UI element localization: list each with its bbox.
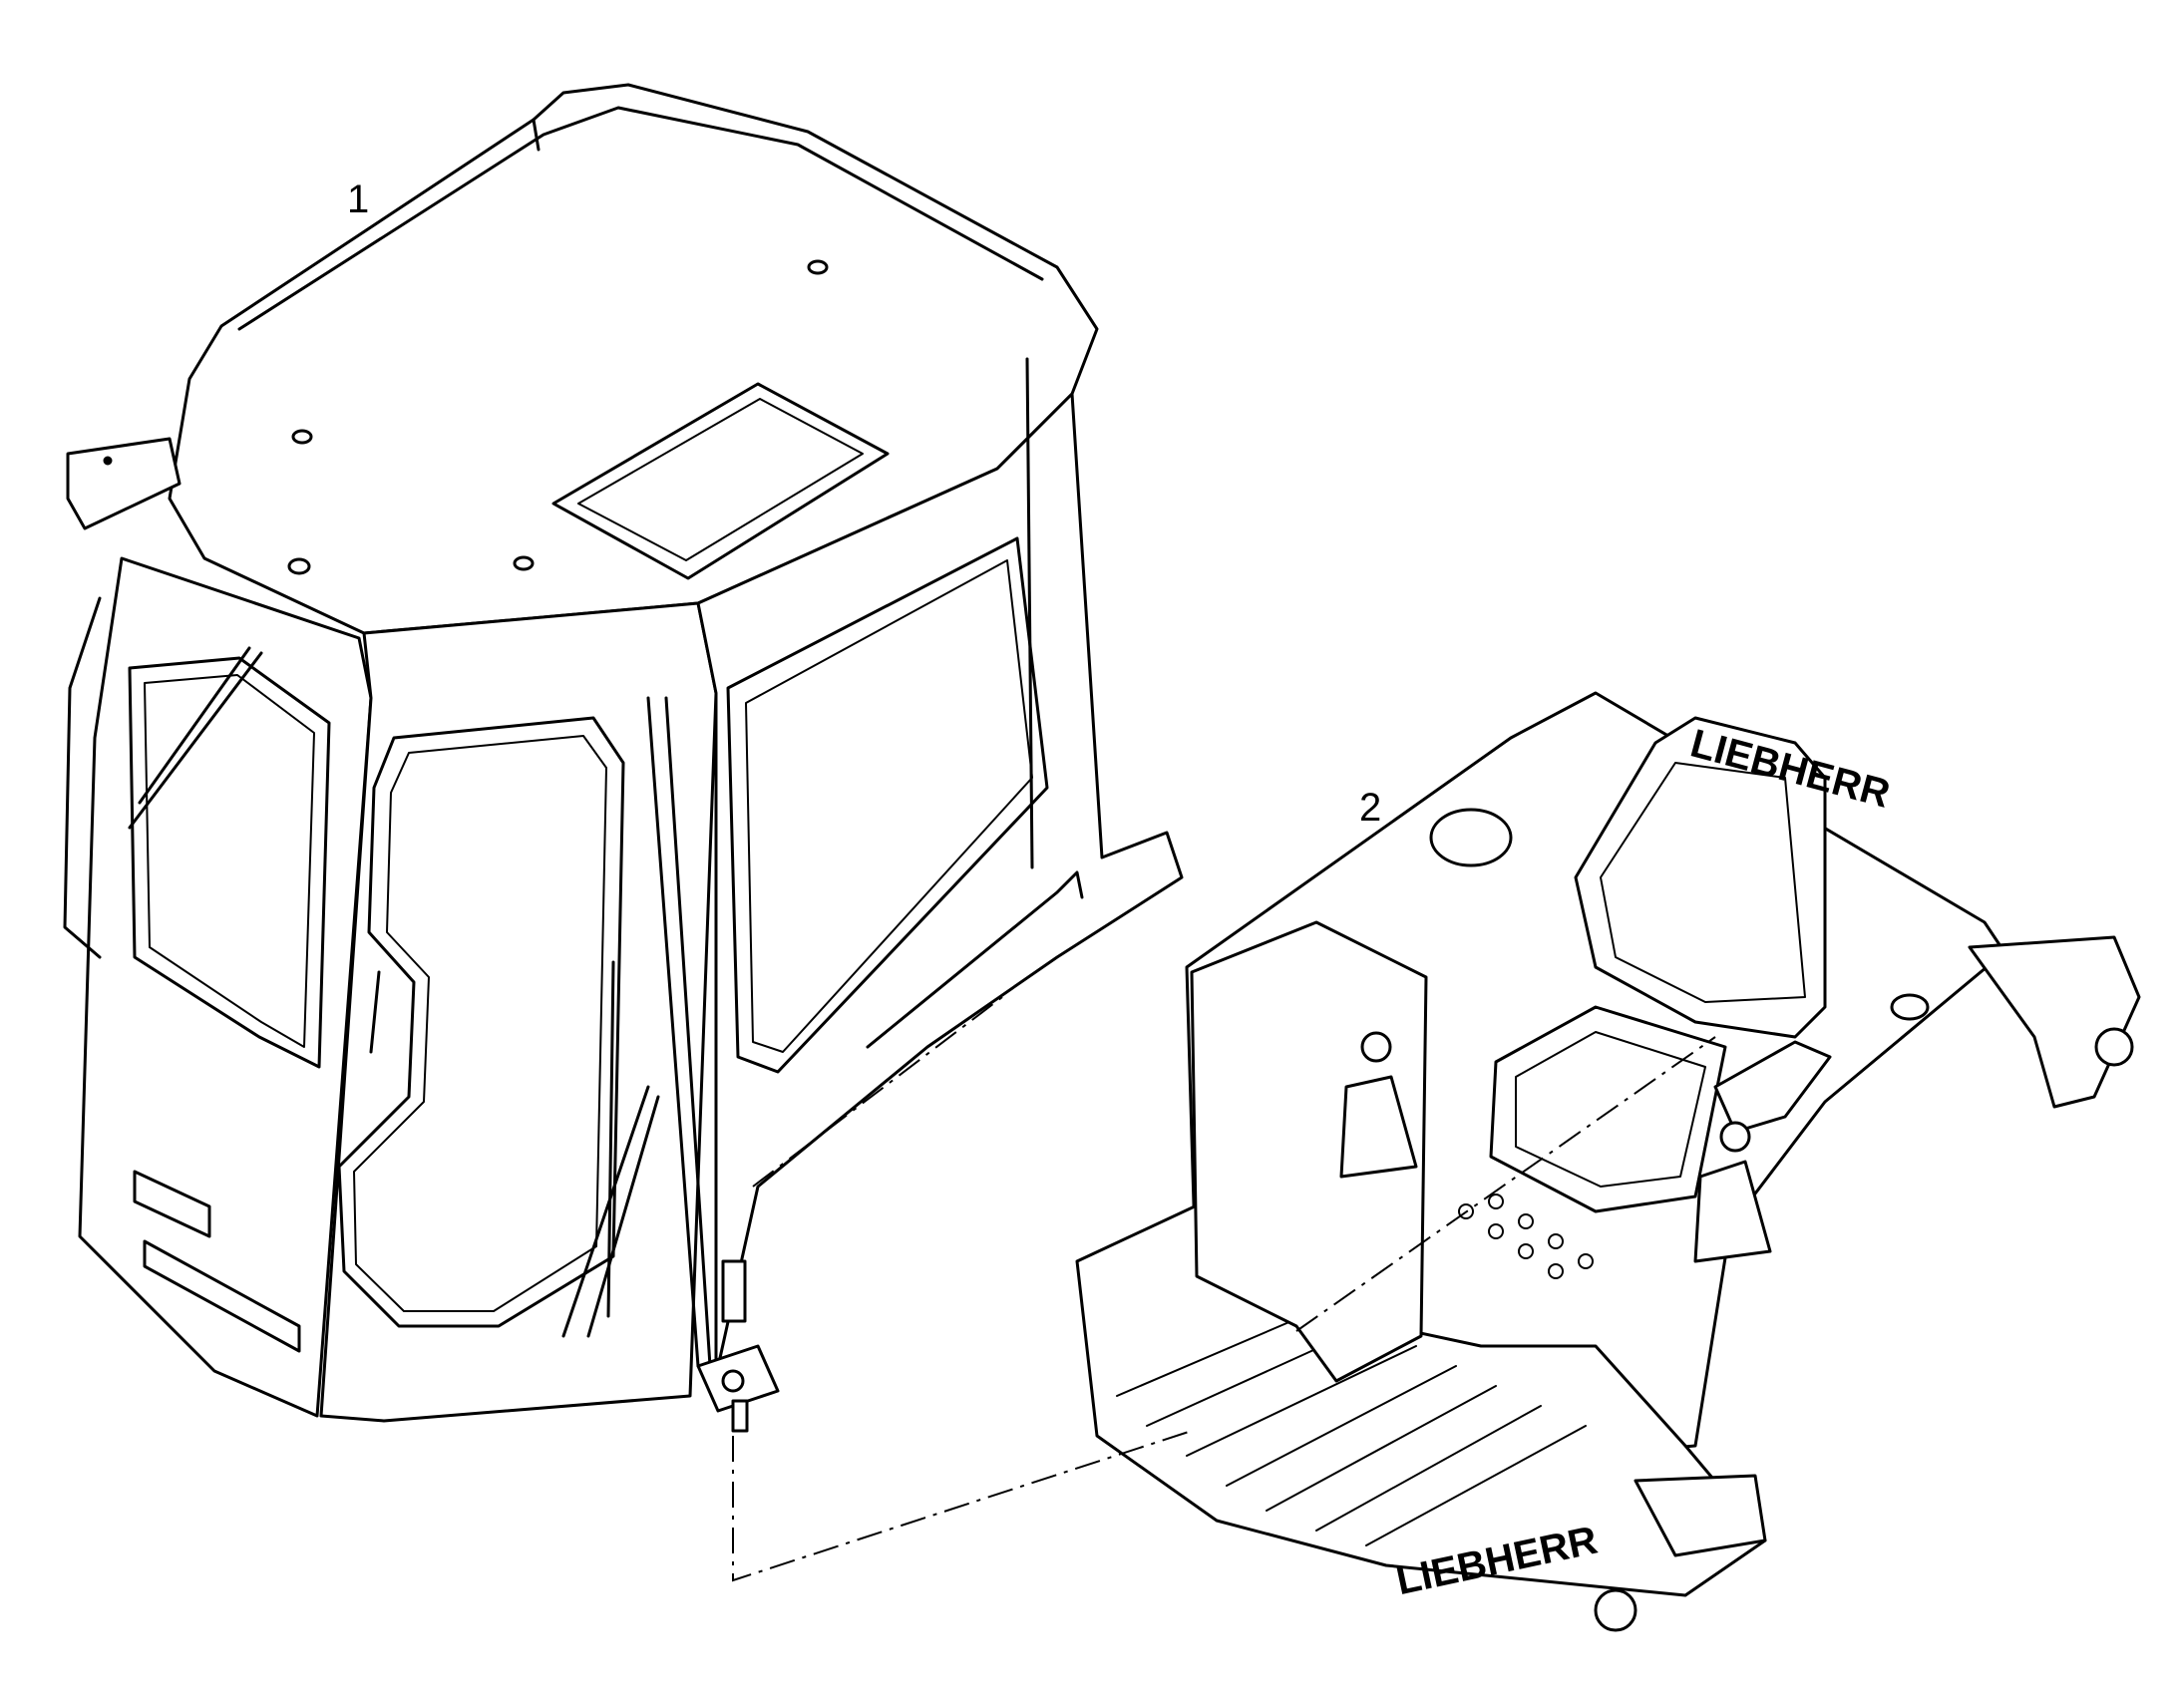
beam-mount-boss <box>2094 1027 2134 1067</box>
front-door-window <box>337 716 625 1328</box>
platform-front-beam <box>1634 1474 1767 1557</box>
control-joysticks <box>1339 1031 1772 1263</box>
front-mount-boss <box>1594 1588 1637 1632</box>
deck-cover-left <box>1429 808 1513 867</box>
callout-platform: 2 <box>1359 786 1381 830</box>
cab-mounting-bolts <box>696 1259 780 1433</box>
right-side-window <box>726 536 1049 1074</box>
roof-bolts <box>287 259 829 575</box>
grab-handle-right <box>866 870 1084 1049</box>
grab-handle-left <box>63 596 102 959</box>
callout-cab: 1 <box>347 177 369 221</box>
grab-handle-door <box>369 970 381 1054</box>
mounting-bracket-left <box>66 437 182 530</box>
platform-assembly: LIEBHERR LIEBHERR <box>1075 691 2141 1632</box>
perforated-floor <box>1458 1194 1594 1279</box>
deck-cover-right <box>1890 993 1930 1021</box>
roof-hatch <box>551 382 890 580</box>
cab-assembly <box>63 83 1184 1433</box>
cab-lower-vents <box>133 1170 301 1353</box>
platform-right-beam <box>1968 935 2141 1109</box>
wiper-arms <box>128 357 1034 1338</box>
operator-seat-back <box>1574 716 1827 1039</box>
assembly-alignment-lines <box>732 996 1716 1582</box>
